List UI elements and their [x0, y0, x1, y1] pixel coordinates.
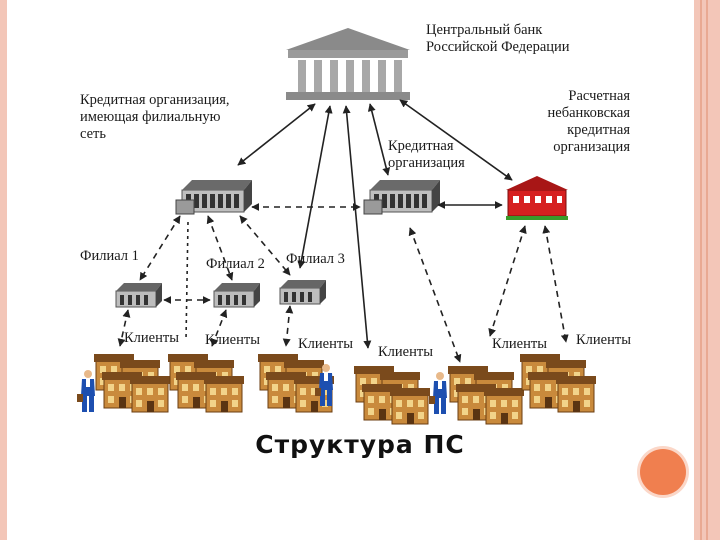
- label-credit-org: Кредитная организация: [388, 138, 465, 171]
- arrow-settlement-clients-5: [488, 225, 527, 337]
- label-branch-1: Филиал 1: [80, 248, 139, 264]
- label-clients-1: Клиенты: [124, 330, 179, 346]
- arrow-network-branch2: [206, 215, 234, 281]
- client-cluster-6: [520, 354, 596, 412]
- settlement-org-building-icon: [506, 176, 568, 220]
- arrow-network-branch1: [139, 215, 181, 281]
- arrow-cb-settlement: [399, 99, 513, 181]
- central-bank-icon: [286, 28, 410, 100]
- arrow-creditorg-clients: [408, 227, 462, 363]
- arrow-settlement-clients-6: [542, 225, 569, 343]
- left-frame-stripe: [0, 0, 7, 540]
- branch-2-building-icon: [213, 282, 261, 308]
- branch-3-building-icon: [279, 279, 327, 305]
- credit-org-building-icon: [363, 179, 441, 215]
- decorative-circle: [640, 449, 686, 495]
- label-clients-3: Клиенты: [298, 336, 353, 352]
- arrow-cb-creditorg-network: [237, 103, 316, 166]
- right-frame-line: [706, 0, 708, 540]
- label-clients-5: Клиенты: [492, 336, 547, 352]
- credit-org-network-building-icon: [175, 179, 253, 215]
- label-branch-3: Филиал 3: [286, 251, 345, 267]
- client-cluster-4: [354, 366, 430, 424]
- arrow-network-clients-vertical: [185, 221, 189, 341]
- client-cluster-1: [94, 354, 170, 412]
- right-frame-line: [700, 0, 702, 540]
- slide-title: Структура ПС: [255, 430, 465, 459]
- client-person-icon: [77, 370, 95, 412]
- label-central-bank: Центральный банк Российской Федерации: [426, 22, 570, 55]
- arrow-cb-clients-4: [342, 105, 372, 349]
- label-settlement-org: Расчетная небанковская кредитная организ…: [547, 88, 630, 155]
- arrow-cb-branch3: [297, 105, 333, 269]
- client-cluster-5: [448, 366, 524, 424]
- arrow-network-branch3: [239, 215, 291, 276]
- arrow-cb-creditorg: [367, 103, 391, 176]
- label-clients-2: Клиенты: [205, 332, 260, 348]
- branch-1-building-icon: [115, 282, 163, 308]
- label-credit-org-network: Кредитная организация, имеющая филиальну…: [80, 92, 230, 142]
- arrow-branch3-clients: [282, 305, 294, 347]
- label-branch-2: Филиал 2: [206, 256, 265, 272]
- client-person-icon: [429, 372, 447, 414]
- client-cluster-2: [168, 354, 244, 412]
- label-clients-6: Клиенты: [576, 332, 631, 348]
- label-clients-4: Клиенты: [378, 344, 433, 360]
